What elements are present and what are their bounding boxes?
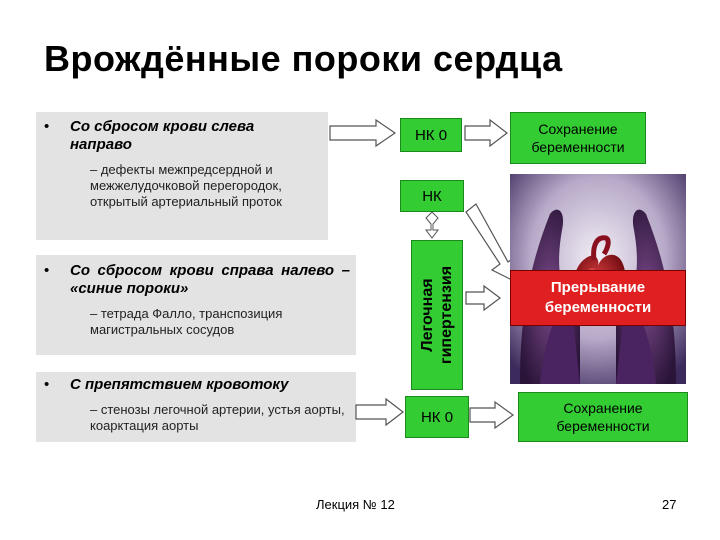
pulmonary-hypertension-box: Легочная гипертензия xyxy=(411,240,463,390)
bullet-1: • xyxy=(44,118,50,135)
panel-right-to-left xyxy=(36,255,356,355)
group-1-detail: – дефекты межпредсердной и межжелудочков… xyxy=(90,162,282,209)
arrow-hypertension-to-stop xyxy=(465,284,501,312)
group-2-detail: – тетрада Фалло, транспозиция магистраль… xyxy=(90,306,283,337)
double-arrow-nk-hypertension xyxy=(425,211,439,239)
outcome-bottom-box: Сохранение беременности xyxy=(518,392,688,442)
group-2-heading: Со сбросом крови справа налево – «синие … xyxy=(70,262,350,297)
bullet-3: • xyxy=(44,376,50,393)
group-3-detail: – стенозы легочной артерии, устья аорты,… xyxy=(90,402,345,433)
pulmonary-hypertension-label: Легочная гипертензия xyxy=(419,265,455,365)
outcome-top-label: Сохранение беременности xyxy=(531,121,625,155)
panel-left-to-right xyxy=(36,112,328,240)
nk-bottom-label: НК 0 xyxy=(420,408,454,426)
panel-obstruction xyxy=(36,372,356,442)
arrow-to-nk-bottom xyxy=(355,397,404,427)
nk-top-box: НК 0 xyxy=(400,118,462,152)
arrow-to-outcome-bottom xyxy=(469,400,515,430)
footer-lecture: Лекция № 12 xyxy=(316,497,395,512)
nk-bottom-box: НК 0 xyxy=(405,396,469,438)
slide-title: Врождённые пороки сердца xyxy=(44,38,563,79)
nk-top-label: НК 0 xyxy=(414,126,448,144)
arrow-to-outcome-top xyxy=(464,118,508,148)
group-1-heading: Со сбросом крови слева направо xyxy=(70,118,255,153)
bullet-2: • xyxy=(44,262,50,279)
nk-mid-label: НК xyxy=(422,187,442,205)
group-3-heading: С препятствием кровотоку xyxy=(70,376,289,393)
page-number: 27 xyxy=(662,497,677,512)
outcome-stop-label: Прерывание беременности xyxy=(544,279,652,316)
arrow-nk-to-stop xyxy=(465,203,517,281)
outcome-top-box: Сохранение беременности xyxy=(510,112,646,164)
arrow-to-nk-top xyxy=(329,118,397,148)
nk-mid-box: НК xyxy=(400,180,464,212)
outcome-bottom-label: Сохранение беременности xyxy=(556,400,650,434)
outcome-stop-box: Прерывание беременности xyxy=(510,270,686,326)
